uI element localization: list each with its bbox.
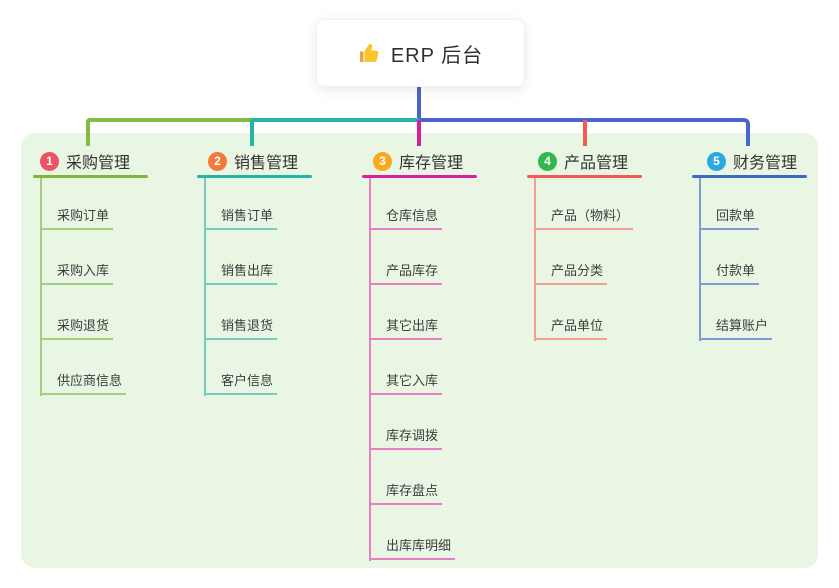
branch-title: 采购管理 (66, 155, 131, 172)
list-item[interactable]: 销售出库 (204, 262, 278, 285)
branch-stem-line (204, 178, 206, 396)
thumbs-up-icon (359, 43, 379, 62)
connector-branch-2-elbow (250, 118, 419, 146)
list-item[interactable]: 结算账户 (699, 317, 773, 340)
list-item[interactable]: 采购退货 (40, 317, 114, 340)
branch-node[interactable]: 3 库存管理 (373, 151, 522, 172)
list-item[interactable]: 库存调拨 (369, 427, 443, 450)
list-item[interactable]: 其它出库 (369, 317, 443, 340)
connector-branch-4-drop (583, 120, 587, 146)
root-node[interactable]: ERP 后台 (316, 19, 525, 87)
list-item[interactable]: 销售退货 (204, 317, 278, 340)
root-node-title: ERP 后台 (390, 44, 484, 67)
branch-title: 产品管理 (564, 155, 629, 172)
branch-stem-line (369, 178, 371, 561)
branch-underline (527, 175, 642, 178)
list-item[interactable]: 客户信息 (204, 372, 278, 395)
list-item[interactable]: 产品单位 (534, 317, 608, 340)
list-item[interactable]: 出库库明细 (369, 537, 456, 560)
branch-node[interactable]: 5 财务管理 (707, 151, 839, 172)
branch-number-badge: 3 (373, 151, 392, 171)
list-item[interactable]: 采购入库 (40, 262, 114, 285)
branch-sales: 2 销售管理 销售订单 销售出库 销售退货 客户信息 (197, 151, 357, 396)
list-item[interactable]: 产品库存 (369, 262, 443, 285)
branch-finance: 5 财务管理 回款单 付款单 结算账户 (692, 151, 839, 341)
branch-inventory: 3 库存管理 仓库信息 产品库存 其它出库 其它入库 库存调拨 库存盘点 出库库… (362, 151, 522, 561)
list-item[interactable]: 产品（物料） (534, 207, 634, 230)
branch-underline (197, 175, 312, 178)
branch-number-badge: 2 (208, 151, 227, 171)
branches-panel (21, 133, 818, 568)
branch-node[interactable]: 4 产品管理 (538, 151, 687, 172)
list-item[interactable]: 仓库信息 (369, 207, 443, 230)
branch-stem-line (534, 178, 536, 341)
branch-purchase: 1 采购管理 采购订单 采购入库 采购退货 供应商信息 (33, 151, 193, 396)
connector-root-drop (417, 85, 421, 119)
branch-stem-line (40, 178, 42, 396)
list-item[interactable]: 回款单 (699, 207, 760, 230)
branch-stem-line (699, 178, 701, 341)
connector-branch-3-drop (417, 120, 421, 146)
list-item[interactable]: 采购订单 (40, 207, 114, 230)
branch-number-badge: 4 (538, 151, 557, 171)
branch-node[interactable]: 1 采购管理 (40, 151, 193, 172)
list-item[interactable]: 产品分类 (534, 262, 608, 285)
list-item[interactable]: 供应商信息 (40, 372, 127, 395)
list-item[interactable]: 付款单 (699, 262, 760, 285)
list-item[interactable]: 销售订单 (204, 207, 278, 230)
branch-number-badge: 1 (40, 151, 59, 171)
branch-product: 4 产品管理 产品（物料） 产品分类 产品单位 (527, 151, 687, 341)
branch-number-badge: 5 (707, 151, 726, 171)
branch-underline (33, 175, 148, 178)
branch-underline (362, 175, 477, 178)
branch-underline (692, 175, 807, 178)
branch-title: 库存管理 (399, 155, 464, 172)
branch-title: 销售管理 (234, 155, 299, 172)
list-item[interactable]: 其它入库 (369, 372, 443, 395)
branch-node[interactable]: 2 销售管理 (208, 151, 357, 172)
list-item[interactable]: 库存盘点 (369, 482, 443, 505)
branch-title: 财务管理 (733, 155, 798, 172)
